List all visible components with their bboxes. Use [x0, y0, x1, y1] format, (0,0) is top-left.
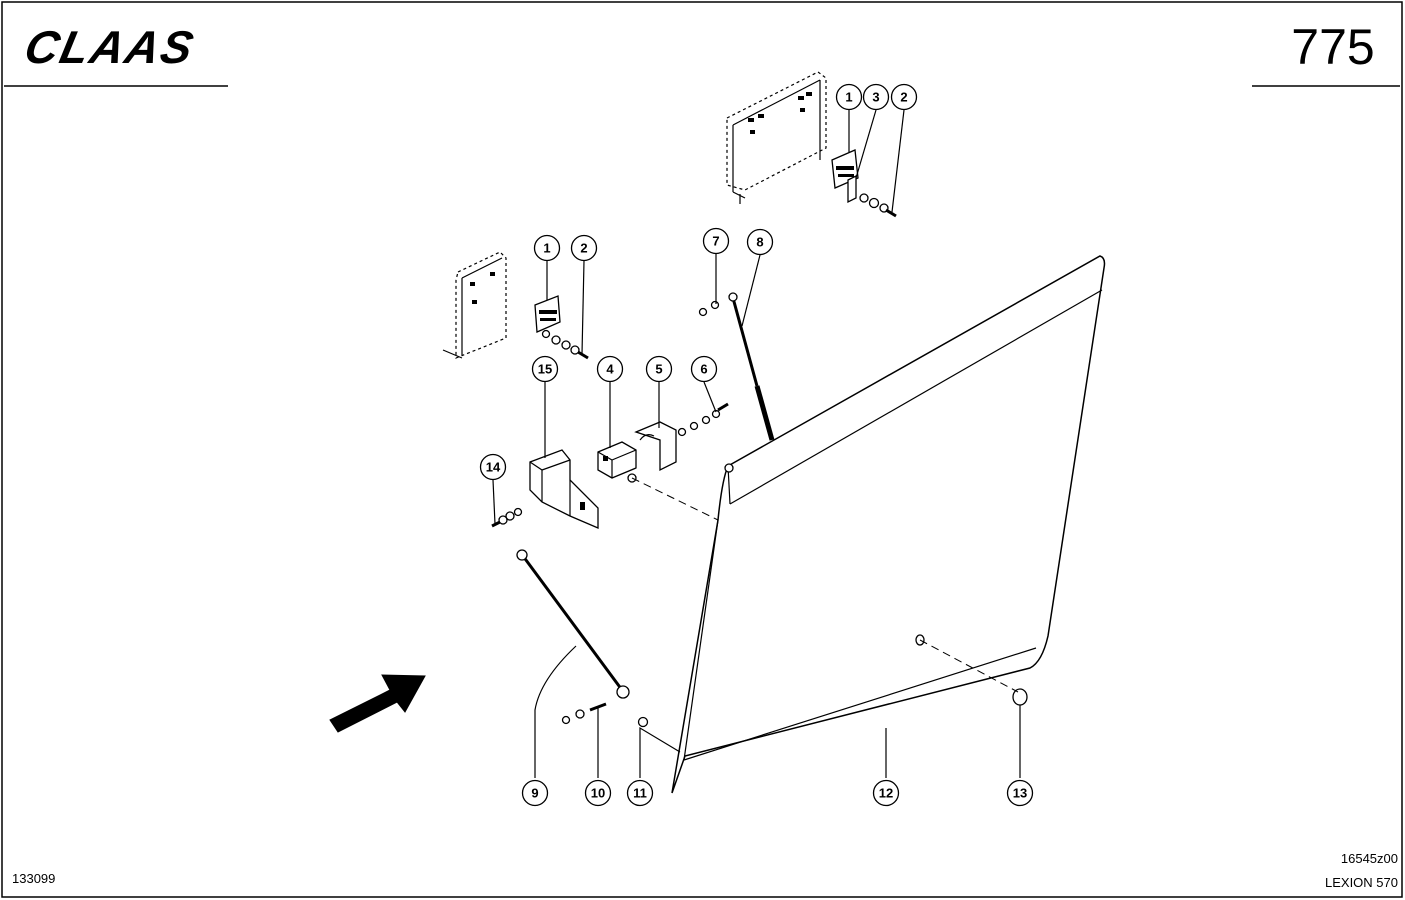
callout-circle — [746, 228, 774, 256]
hinge-part-left — [534, 295, 589, 360]
drawing-number: 16545z00 — [1341, 851, 1398, 866]
hinge-part-upper — [831, 149, 897, 218]
frame-bracket-upper — [726, 71, 827, 204]
callout-circle — [570, 234, 598, 262]
callout-label: 2 — [900, 90, 907, 105]
bracket-15 — [491, 449, 599, 529]
door-panel — [671, 255, 1106, 794]
callout-label: 4 — [606, 362, 614, 377]
cable — [516, 549, 649, 728]
callout-c1a: 1 — [835, 83, 863, 111]
frame-bracket-left — [442, 251, 507, 359]
assembly-line-plug — [919, 639, 1019, 693]
callout-circle — [531, 355, 559, 383]
callout-c7: 7 — [702, 227, 730, 255]
page-number: 775 — [1291, 19, 1374, 75]
doc-number: 133099 — [12, 871, 55, 886]
callout-circle — [862, 83, 890, 111]
callout-c3a: 3 — [862, 83, 890, 111]
callout-circle — [645, 355, 673, 383]
callout-label: 2 — [580, 241, 587, 256]
callout-circle — [533, 234, 561, 262]
callout-c5: 5 — [645, 355, 673, 383]
gas-strut — [698, 292, 775, 441]
brand-logo: CLAAS — [20, 21, 199, 72]
callout-circle — [690, 355, 718, 383]
callout-label: 11 — [633, 786, 647, 801]
callout-c14: 14 — [479, 453, 507, 481]
callout-c6: 6 — [690, 355, 718, 383]
callout-c1b: 1 — [533, 234, 561, 262]
callout-label: 3 — [872, 90, 879, 105]
assembly-line-hinge — [631, 477, 719, 521]
callout-c4: 4 — [596, 355, 624, 383]
callout-c11: 11 — [626, 779, 654, 807]
callout-circle — [872, 779, 900, 807]
callout-label: 1 — [845, 90, 852, 105]
brand-logo-text: CLAAS — [20, 21, 199, 72]
callout-label: 13 — [1013, 786, 1027, 801]
callout-c15: 15 — [531, 355, 559, 383]
callout-c9: 9 — [521, 779, 549, 807]
callout-circle — [1006, 779, 1034, 807]
callout-circle — [890, 83, 918, 111]
callout-c2a: 2 — [890, 83, 918, 111]
callout-label: 7 — [712, 234, 719, 249]
callout-label: 15 — [538, 362, 552, 377]
leader-lines — [492, 109, 1021, 778]
callout-label: 12 — [879, 786, 893, 801]
callout-c12: 12 — [872, 779, 900, 807]
callout-label: 1 — [543, 241, 550, 256]
callout-circle — [596, 355, 624, 383]
callout-label: 8 — [756, 235, 763, 250]
direction-arrow — [329, 674, 426, 733]
callout-circle — [584, 779, 612, 807]
callout-c2b: 2 — [570, 234, 598, 262]
callout-label: 5 — [655, 362, 662, 377]
callout-c13: 13 — [1006, 779, 1034, 807]
callout-label: 10 — [591, 786, 605, 801]
callout-label: 6 — [700, 362, 707, 377]
callout-label: 14 — [486, 460, 501, 475]
hinge-assembly — [597, 402, 729, 483]
callout-circle — [626, 779, 654, 807]
model-name: LEXION 570 — [1325, 875, 1398, 890]
callout-c8: 8 — [746, 228, 774, 256]
callout-circle — [835, 83, 863, 111]
callout-circle — [521, 779, 549, 807]
callout-c10: 10 — [584, 779, 612, 807]
callout-circle — [702, 227, 730, 255]
callout-circle — [479, 453, 507, 481]
callout-label: 9 — [531, 786, 538, 801]
